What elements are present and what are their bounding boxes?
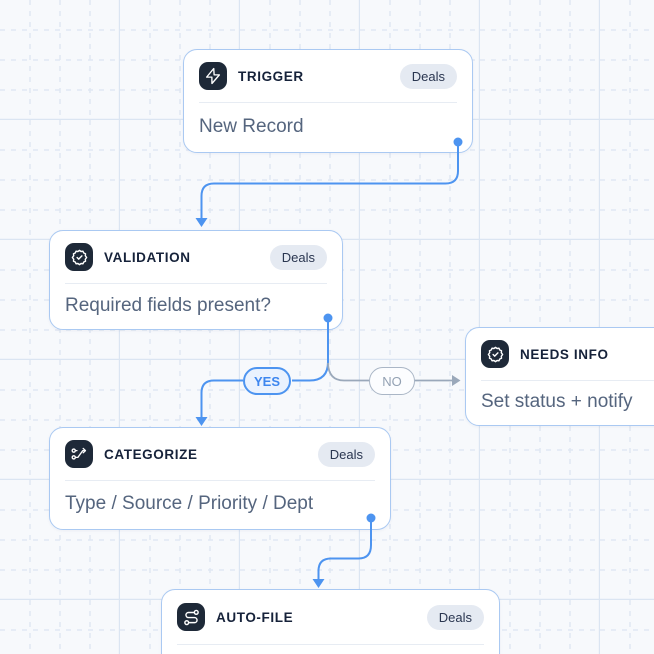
node-body-text: Set status + notify <box>481 391 633 412</box>
node-trigger[interactable]: TRIGGER Deals New Record <box>183 49 473 153</box>
node-body-text: New Record <box>199 115 304 137</box>
route-icon <box>177 603 205 631</box>
divider <box>65 480 375 481</box>
deals-badge: Deals <box>399 63 457 89</box>
node-header: AUTO-FILE Deals <box>162 590 499 644</box>
branch-label-no[interactable]: NO <box>369 367 415 395</box>
divider <box>199 102 457 103</box>
badge-check-icon <box>481 340 509 368</box>
divider <box>177 644 484 645</box>
node-header: TRIGGER Deals <box>184 50 472 102</box>
node-type-label: TRIGGER <box>238 68 304 84</box>
node-auto-file[interactable]: AUTO-FILE Deals <box>161 589 500 654</box>
divider <box>481 380 654 381</box>
branch-label-yes[interactable]: YES <box>243 367 291 395</box>
node-body-text: Required fields present? <box>65 294 271 316</box>
node-type-label: AUTO-FILE <box>216 609 294 625</box>
badge-check-icon <box>65 243 93 271</box>
zap-icon <box>199 62 227 90</box>
node-body-text <box>162 645 499 654</box>
node-categorize[interactable]: CATEGORIZE Deals Type / Source / Priorit… <box>49 427 391 530</box>
node-type-label: NEEDS INFO <box>520 346 609 362</box>
divider <box>65 283 327 284</box>
node-header: NEEDS INFO <box>466 328 654 380</box>
node-validation[interactable]: VALIDATION Deals Required fields present… <box>49 230 343 330</box>
shuffle-icon <box>65 440 93 468</box>
node-header: CATEGORIZE Deals <box>50 428 390 480</box>
node-body-text: Type / Source / Priority / Dept <box>65 493 314 514</box>
node-needs-info[interactable]: NEEDS INFO Set status + notify <box>465 327 654 426</box>
node-type-label: CATEGORIZE <box>104 446 198 462</box>
deals-badge: Deals <box>426 604 484 630</box>
node-type-label: VALIDATION <box>104 249 191 265</box>
node-header: VALIDATION Deals <box>50 231 342 283</box>
deals-badge: Deals <box>269 244 327 270</box>
deals-badge: Deals <box>317 441 375 467</box>
